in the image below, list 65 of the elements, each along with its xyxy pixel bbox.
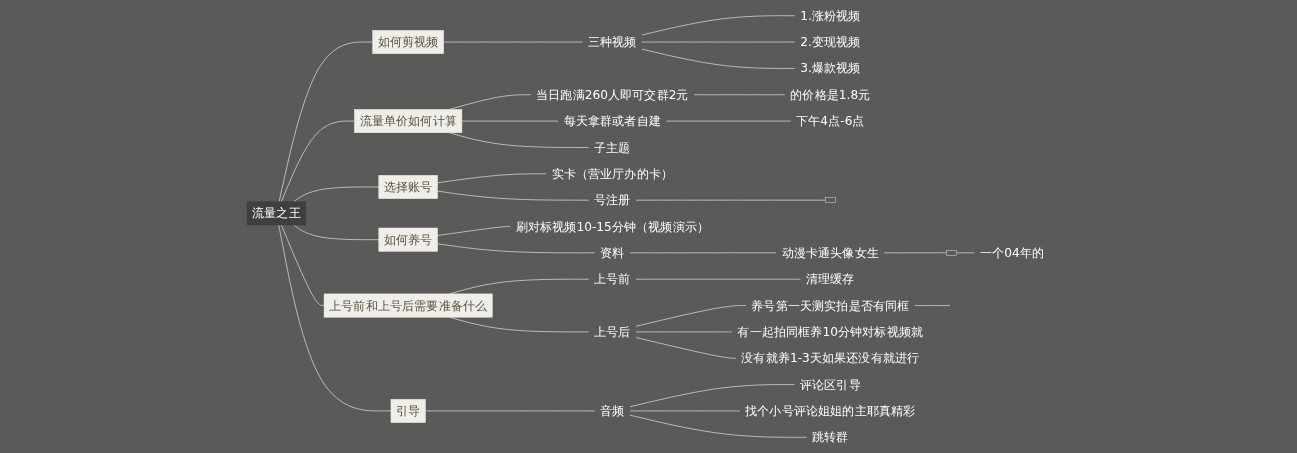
node-text: 清理缓存 — [806, 272, 856, 287]
connector — [443, 41, 584, 43]
node-text: 1.涨粉视频 — [800, 8, 861, 23]
connector — [635, 305, 747, 327]
node-box: 流量单价如何计算 — [354, 109, 463, 133]
connector — [437, 243, 596, 254]
connector — [437, 190, 590, 201]
node-text: 跳转群 — [812, 430, 849, 445]
connector — [914, 305, 952, 306]
connector — [437, 173, 548, 184]
connector — [629, 384, 796, 408]
node-text: 每天拿群或者自建 — [564, 114, 662, 129]
connector — [956, 252, 976, 254]
connector — [278, 224, 392, 412]
connector — [293, 224, 380, 241]
node-text: 动漫卡通头像女生 — [782, 245, 880, 260]
node-text: 3.爆款视频 — [800, 61, 861, 76]
connector — [629, 252, 778, 254]
node-box: 流量之王 — [247, 201, 307, 226]
node-text: 音频 — [600, 403, 625, 419]
connector — [884, 252, 948, 254]
node-text: 养号第一天测实拍是否有同框 — [751, 298, 910, 313]
node-text: 上号后 — [594, 324, 631, 339]
connector — [629, 414, 808, 438]
connector — [281, 120, 356, 203]
node-text: 实卡（营业厅办的卡） — [551, 166, 674, 181]
node-text: 刷对标视频10-15分钟（视频演示） — [516, 219, 710, 234]
connector — [641, 15, 796, 36]
node-text: 评论区引导 — [800, 377, 862, 392]
connector — [281, 224, 325, 306]
node-text: 当日跑满260人即可交群2元 — [536, 87, 690, 102]
node-box: 如何剪视频 — [372, 30, 445, 54]
connector — [641, 48, 796, 69]
node-text: 号注册 — [594, 193, 631, 208]
node-box: 引导 — [391, 399, 427, 423]
connector — [641, 41, 796, 43]
connector — [461, 120, 560, 122]
node-text: 找个小号评论姐姐的主耶真精彩 — [745, 403, 916, 419]
node-box — [825, 197, 837, 203]
connector — [666, 120, 792, 122]
connector — [635, 278, 802, 280]
connector — [449, 132, 590, 148]
node-text: 资料 — [600, 245, 625, 260]
node-text: 一个04年的 — [980, 245, 1045, 260]
node-text: 三种视频 — [588, 34, 638, 50]
connector — [635, 337, 738, 359]
connector — [629, 410, 741, 412]
node-text: 没有就养1-3天如果还没有就进行 — [741, 351, 920, 366]
connector — [425, 410, 596, 412]
node-text: 2.变现视频 — [800, 34, 861, 50]
connector — [635, 199, 826, 201]
connector — [635, 331, 734, 333]
node-text: 有一起拍同框养10分钟对标视频就 — [737, 324, 924, 339]
node-box: 如何养号 — [378, 227, 439, 252]
node-text: 的价格是1.8元 — [790, 87, 871, 102]
connector — [693, 94, 786, 96]
node-box — [946, 250, 958, 256]
connector — [279, 41, 374, 203]
node-text: 上号前 — [594, 272, 631, 287]
connector — [437, 226, 512, 236]
node-box: 上号前和上号后需要准备什么 — [324, 293, 493, 318]
node-box: 选择账号 — [378, 175, 439, 199]
node-text: 子主题 — [594, 140, 631, 155]
connector — [293, 186, 380, 203]
node-text: 下午4点-6点 — [796, 114, 865, 129]
